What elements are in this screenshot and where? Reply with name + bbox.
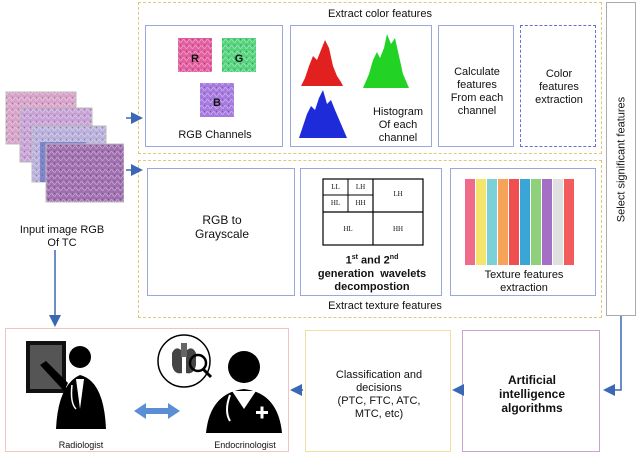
texture-extraction-box: Texture features extraction xyxy=(450,168,596,296)
wavelet-label-line3: decompostion xyxy=(334,280,410,293)
color-features-extraction-box: Color features extraction xyxy=(520,25,596,147)
wavelet-label-2: and 2 xyxy=(358,254,390,267)
radiologist-head xyxy=(69,346,91,368)
rgb-channel-images xyxy=(178,38,256,117)
calculate-features-label: Calculate features From each channel xyxy=(450,66,504,117)
select-features-box: Select significant features xyxy=(606,2,636,316)
ai-box: Artificial intelligence algorithms xyxy=(462,330,600,452)
wavelet-cell-lh2: LH xyxy=(393,190,403,198)
wavelet-cell-lh1: LH xyxy=(355,183,366,191)
texture-stripe xyxy=(542,179,552,265)
ai-label: Artificial intelligence algorithms xyxy=(498,373,566,415)
texture-stripes xyxy=(465,179,574,265)
select-features-label: Select significant features xyxy=(615,96,628,223)
color-features-container xyxy=(138,2,602,154)
histogram-label: Histogram Of each channel xyxy=(372,106,424,144)
experts-box: Radiologist Endocrinologist xyxy=(5,328,289,452)
color-extraction-label: Color features extraction xyxy=(535,68,583,106)
classification-label: Classification and decisions (PTC, FTC, … xyxy=(335,369,423,420)
wavelet-label-1: 1 xyxy=(345,254,352,267)
calculate-features-box: Calculate features From each channel xyxy=(438,25,514,147)
histogram-box: Histogram Of each channel xyxy=(290,25,432,147)
r-label: R xyxy=(191,53,199,65)
arrow-select-to-ai xyxy=(603,316,622,396)
wavelet-grid xyxy=(322,178,424,246)
texture-stripe xyxy=(487,179,497,265)
texture-stripe xyxy=(531,179,541,265)
texture-features-container xyxy=(138,160,602,318)
input-image-box xyxy=(2,90,124,212)
channel-histograms xyxy=(299,34,409,138)
endocrinologist-head xyxy=(228,351,260,383)
texture-stripe xyxy=(553,179,563,265)
rgb-channels-label: RGB Channels xyxy=(178,129,252,141)
radiologist-label: Radiologist xyxy=(58,440,104,450)
wavelet-cell-ll: LL xyxy=(331,183,340,191)
wavelet-label-sup-1: st xyxy=(351,254,358,261)
endocrinologist-label: Endocrinologist xyxy=(214,440,276,450)
classification-box: Classification and decisions (PTC, FTC, … xyxy=(305,330,451,452)
texture-stripe xyxy=(520,179,530,265)
grayscale-label: RGB to Grayscale xyxy=(194,213,250,241)
wavelet-label-sup-2: nd xyxy=(389,254,399,261)
double-arrow xyxy=(134,403,180,419)
radiologist-body xyxy=(56,375,106,429)
experts-illustration xyxy=(26,334,282,433)
color-section-title: Extract color features xyxy=(328,8,432,20)
b-label: B xyxy=(213,97,221,109)
wavelet-cell-hl1: HL xyxy=(330,199,341,207)
wavelet-cell-hh1: HH xyxy=(355,199,366,207)
wavelet-box: LL LH HL HH LH HL HH 1st and 2nd generat… xyxy=(300,168,442,296)
wavelet-cell-hh2: HH xyxy=(392,225,404,233)
texture-stripe xyxy=(564,179,574,265)
wavelet-cell-hl2: HL xyxy=(343,225,353,233)
wavelet-label: 1st and 2nd generation wavelets decompos… xyxy=(301,251,443,294)
g-label: G xyxy=(234,53,244,65)
wavelet-label-line2: generation wavelets xyxy=(317,267,427,280)
endocrinologist-body xyxy=(206,389,282,433)
texture-stripe xyxy=(509,179,519,265)
thyroid-circle xyxy=(157,334,211,388)
texture-section-title: Extract texture features xyxy=(328,300,442,312)
texture-stripe xyxy=(465,179,475,265)
texture-stripe xyxy=(498,179,508,265)
texture-extraction-label: Texture features extraction xyxy=(484,269,564,294)
tissue-images-stack xyxy=(5,91,124,203)
grayscale-box: RGB to Grayscale xyxy=(147,168,295,296)
texture-stripe xyxy=(476,179,486,265)
input-image-label: Input image RGB Of TC xyxy=(19,224,105,249)
rgb-channels-box: R G B RGB Channels xyxy=(145,25,283,147)
